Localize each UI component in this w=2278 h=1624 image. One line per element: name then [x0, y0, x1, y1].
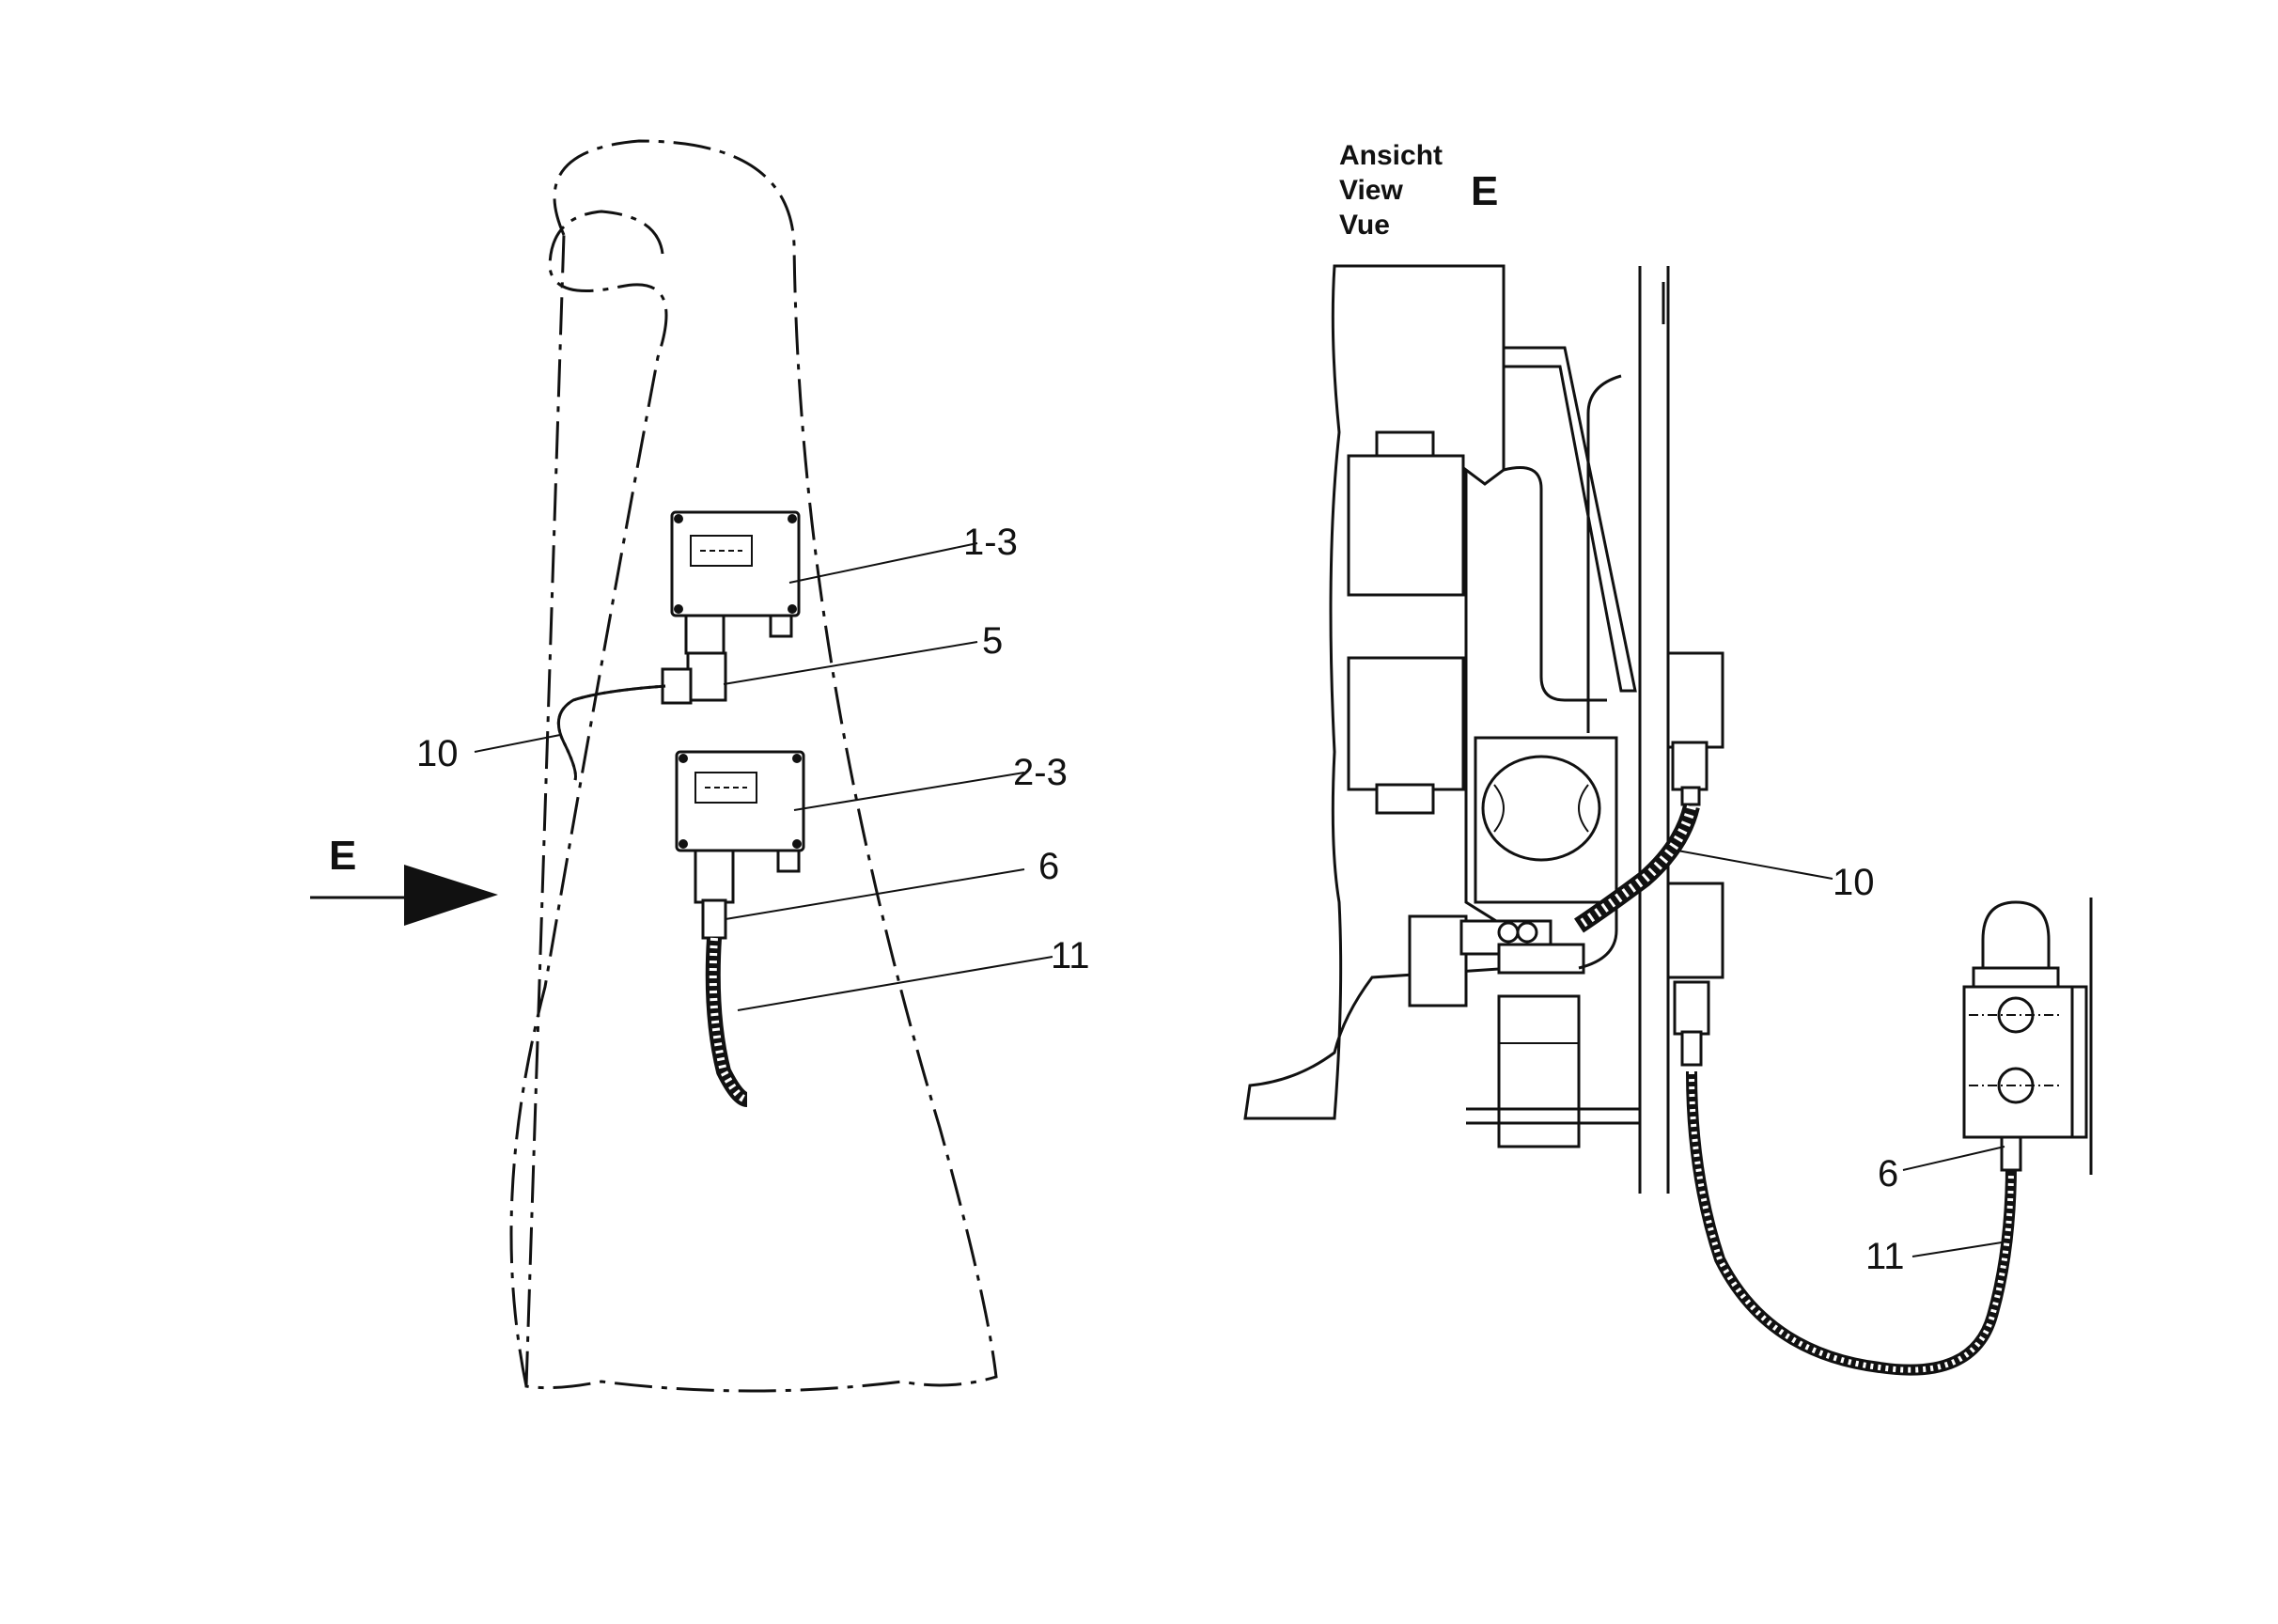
left-view: 1-3 5 10 2-3 6 11 E	[310, 139, 1090, 1393]
callout-11: 11	[1051, 935, 1090, 976]
callout-2-3: 2-3	[1013, 752, 1068, 793]
callout-1-3: 1-3	[963, 522, 1018, 563]
plate-switch-upper	[1666, 651, 1724, 806]
view-arrow-head	[404, 865, 498, 926]
elbow-fitting	[661, 651, 727, 705]
callout-10-right: 10	[1833, 862, 1875, 903]
arrow-label-e: E	[329, 833, 356, 879]
valve-block-right	[1962, 898, 2093, 1175]
view-title-line-1: Ansicht	[1339, 140, 1443, 171]
right-view: Ansicht View Vue E	[1243, 140, 2093, 1376]
hose-10-right	[1574, 804, 1700, 933]
callout-11-right: 11	[1865, 1236, 1905, 1277]
callout-6: 6	[1038, 846, 1059, 887]
view-title-line-2: View	[1339, 175, 1403, 206]
callout-5: 5	[982, 620, 1003, 662]
view-title-line-3: Vue	[1339, 210, 1390, 241]
plate-switch-lower	[1666, 882, 1724, 1067]
hose-11	[705, 937, 749, 1107]
connector-block	[1408, 883, 1618, 1148]
callout-10: 10	[416, 733, 459, 774]
callout-6-right: 6	[1878, 1153, 1898, 1195]
solenoid-lower	[1347, 656, 1465, 815]
round-valve	[1474, 736, 1618, 904]
view-title-letter: E	[1471, 168, 1498, 214]
solenoid-upper	[1347, 430, 1465, 597]
pressure-switch-upper	[670, 510, 801, 655]
pressure-switch-lower	[675, 750, 805, 904]
hook-outline	[509, 139, 998, 1393]
fitting-6	[701, 898, 727, 940]
